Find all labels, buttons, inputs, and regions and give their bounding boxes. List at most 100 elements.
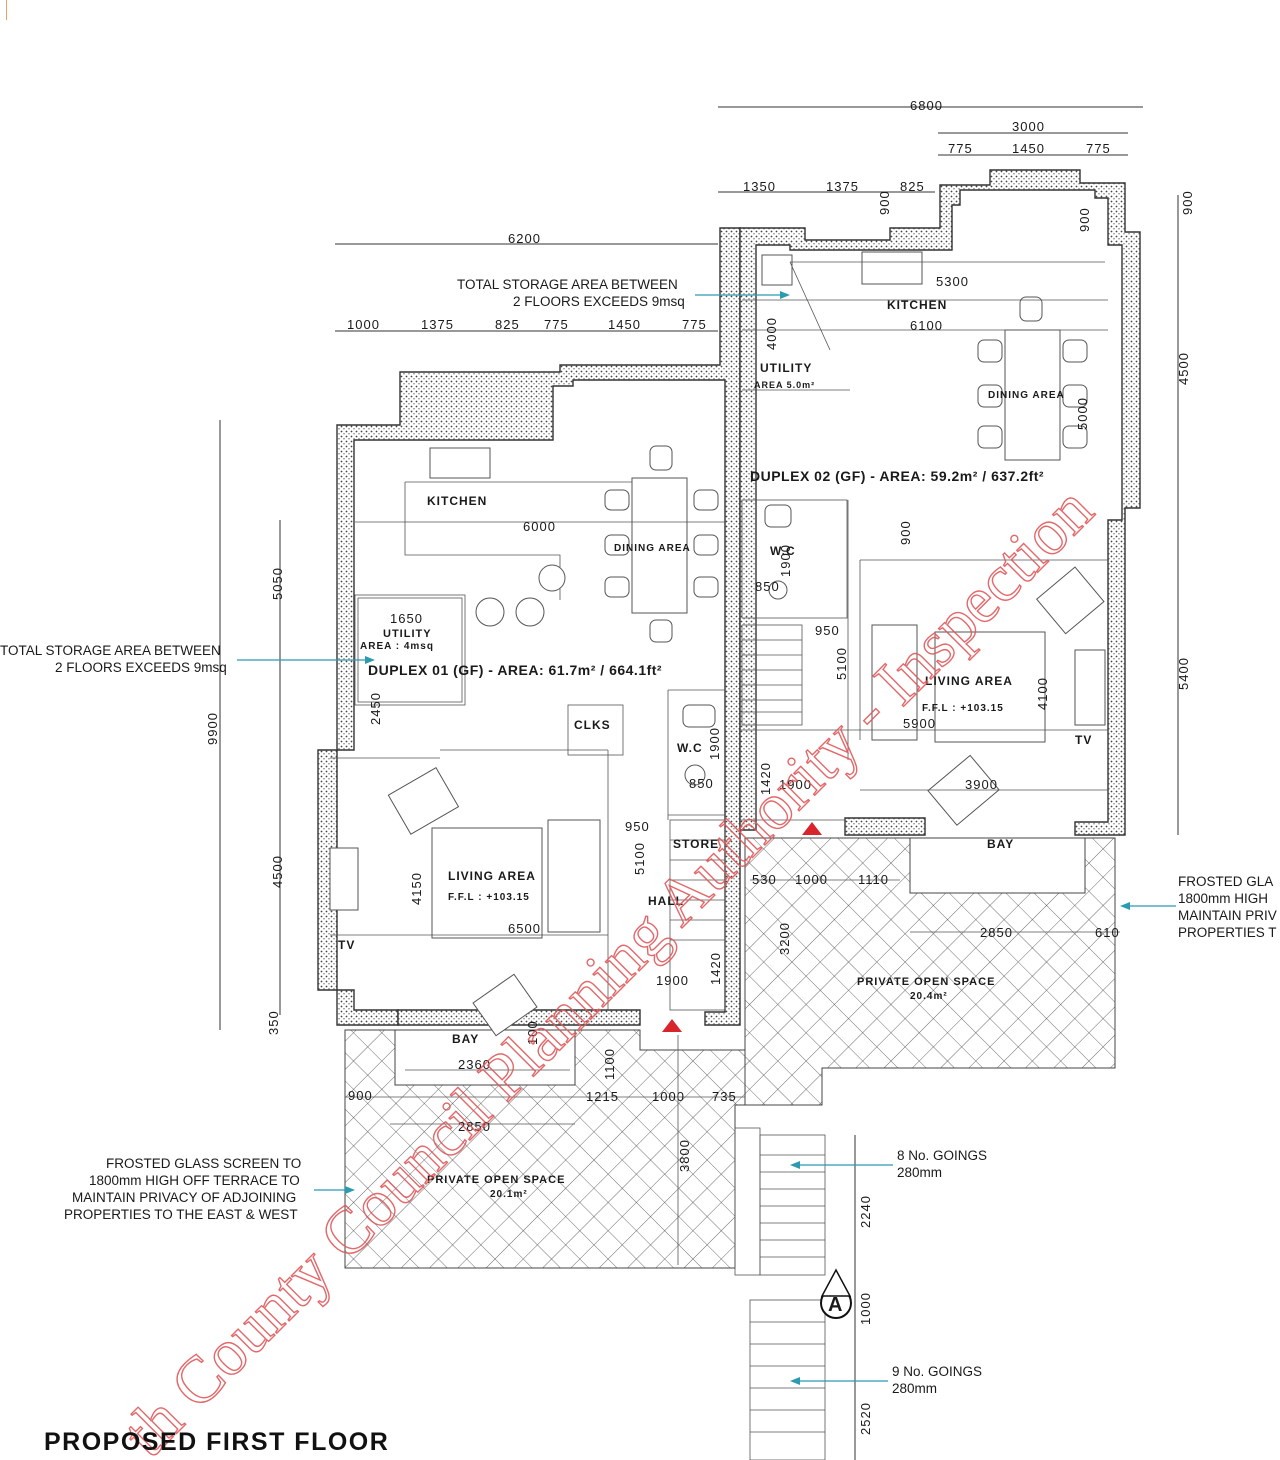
dim-5300: 5300 <box>936 274 969 289</box>
dim-4500: 4500 <box>270 855 285 888</box>
dim-1420: 1420 <box>758 762 773 795</box>
side-dimensions: 9900 5050 4500 350 4500 5400 <box>205 195 1191 1035</box>
dim-1900: 1900 <box>707 727 722 760</box>
wc-02-label: W.C <box>770 544 796 558</box>
dim-100: 100 <box>525 1020 540 1045</box>
dim-775: 775 <box>544 317 569 332</box>
dim-3900: 3900 <box>965 777 998 792</box>
dim-1900: 1900 <box>656 973 689 988</box>
dim-2850: 2850 <box>980 925 1013 940</box>
dim-1450: 1450 <box>608 317 641 332</box>
frosted-note-right-line2: 1800mm HIGH <box>1178 891 1268 906</box>
tv-02-label: TV <box>1075 733 1092 747</box>
ffl-02-label: F.F.L : +103.15 <box>922 703 1004 714</box>
living-01-label: LIVING AREA <box>448 869 536 883</box>
dim-5000: 5000 <box>1075 397 1090 430</box>
tv-01-label: TV <box>338 938 355 952</box>
dim-1215: 1215 <box>586 1089 619 1104</box>
dim-3800: 3800 <box>677 1139 692 1172</box>
pos-01-area: 20.1m² <box>490 1189 528 1200</box>
frosted-note-right-line4: PROPERTIES T <box>1178 925 1277 940</box>
dining-01-label: DINING AREA <box>614 543 691 554</box>
dim-9900: 9900 <box>205 712 220 745</box>
pos-02-area: 20.4m² <box>910 991 948 1002</box>
frosted-note-left-line1: FROSTED GLASS SCREEN TO <box>106 1156 301 1171</box>
dim-2360: 2360 <box>458 1057 491 1072</box>
duplex-02-area-label: DUPLEX 02 (GF) - AREA: 59.2m² / 637.2ft² <box>750 468 1044 484</box>
frosted-note-right-line1: FROSTED GLA <box>1178 874 1273 889</box>
dim-1110: 1110 <box>858 872 889 887</box>
kitchen-02-label: KITCHEN <box>887 298 947 312</box>
dim-900: 900 <box>877 190 892 215</box>
storage-note-left-line1: TOTAL STORAGE AREA BETWEEN <box>0 643 221 658</box>
utility-02-label: UTILITY <box>760 361 812 375</box>
dim-825: 825 <box>495 317 520 332</box>
dim-1000: 1000 <box>652 1089 685 1104</box>
storage-note-top-line1: TOTAL STORAGE AREA BETWEEN <box>457 277 678 292</box>
dim-530: 530 <box>752 872 777 887</box>
dim-610: 610 <box>1095 925 1120 940</box>
dim-1000: 1000 <box>858 1292 873 1325</box>
goings-8-line2: 280mm <box>897 1165 942 1180</box>
dim-2450: 2450 <box>368 692 383 725</box>
section-marker: A <box>820 1268 852 1319</box>
pos-02-label: PRIVATE OPEN SPACE <box>857 976 995 988</box>
sheet-corner-mark <box>0 0 7 20</box>
dim-2850: 2850 <box>458 1119 491 1134</box>
utility-01-area: AREA : 4msq <box>360 641 434 652</box>
dim-950: 950 <box>815 623 840 638</box>
dim-1350: 1350 <box>743 179 776 194</box>
dim-850: 850 <box>755 579 780 594</box>
dim-900: 900 <box>1077 207 1092 232</box>
dim-4500: 4500 <box>1176 352 1191 385</box>
dim-6200: 6200 <box>508 231 541 246</box>
dim-3200: 3200 <box>777 922 792 955</box>
dim-1900: 1900 <box>778 544 793 577</box>
clks-label: CLKS <box>574 718 611 732</box>
room-labels: KITCHEN UTILITY AREA 5.0m² DINING AREA D… <box>338 298 1092 1200</box>
dim-4100: 4100 <box>1035 677 1050 710</box>
goings-9-line2: 280mm <box>892 1381 937 1396</box>
internal-walls <box>330 389 1108 1010</box>
storage-note-left-line2: 2 FLOORS EXCEEDS 9msq <box>55 660 227 675</box>
storage-note-top-line2: 2 FLOORS EXCEEDS 9msq <box>513 294 685 309</box>
entrance-arrow-01 <box>662 1019 682 1032</box>
dim-6800: 6800 <box>910 98 943 113</box>
dim-900: 900 <box>898 520 913 545</box>
terrace-duplex-02 <box>744 837 1116 1106</box>
entrance-arrow-02 <box>802 822 822 835</box>
dim-1650: 1650 <box>390 611 423 626</box>
dim-735: 735 <box>712 1089 737 1104</box>
annotations: TOTAL STORAGE AREA BETWEEN 2 FLOORS EXCE… <box>0 277 1277 1396</box>
frosted-note-left-line4: PROPERTIES TO THE EAST & WEST <box>64 1207 298 1222</box>
room-dimensions: 5300 6100 4000 5000 6000 1650 2450 1900 … <box>330 274 1120 1435</box>
external-walls <box>317 169 1141 1026</box>
dim-4150: 4150 <box>409 872 424 905</box>
terraces <box>344 837 1116 1269</box>
utility-01-label: UTILITY <box>383 628 432 640</box>
dim-900: 900 <box>1180 190 1195 215</box>
goings-8-line1: 8 No. GOINGS <box>897 1148 987 1163</box>
dim-1450: 1450 <box>1012 141 1045 156</box>
pos-01-label: PRIVATE OPEN SPACE <box>427 1174 565 1186</box>
dim-1420: 1420 <box>708 952 723 985</box>
dim-1900: 1900 <box>779 777 812 792</box>
dim-5100: 5100 <box>834 647 849 680</box>
duplex-01-area-label: DUPLEX 01 (GF) - AREA: 61.7m² / 664.1ft² <box>368 662 662 678</box>
frosted-note-left-line2: 1800mm HIGH OFF TERRACE TO <box>89 1173 300 1188</box>
furniture-duplex-01 <box>329 445 719 1037</box>
frosted-note-left-line3: MAINTAIN PRIVACY OF ADJOINING <box>72 1190 296 1205</box>
dim-6000: 6000 <box>523 519 556 534</box>
dim-775: 775 <box>948 141 973 156</box>
utility-02-area: AREA 5.0m² <box>754 380 815 390</box>
dim-6500: 6500 <box>508 921 541 936</box>
dim-1000: 1000 <box>795 872 828 887</box>
dim-5400: 5400 <box>1176 657 1191 690</box>
dim-950: 950 <box>625 819 650 834</box>
dim-2520: 2520 <box>858 1402 873 1435</box>
dim-775: 775 <box>1086 141 1111 156</box>
dining-02-label: DINING AREA <box>988 390 1065 401</box>
drawing-title: PROPOSED FIRST FLOOR <box>44 1428 390 1456</box>
dim-850: 850 <box>689 776 714 791</box>
